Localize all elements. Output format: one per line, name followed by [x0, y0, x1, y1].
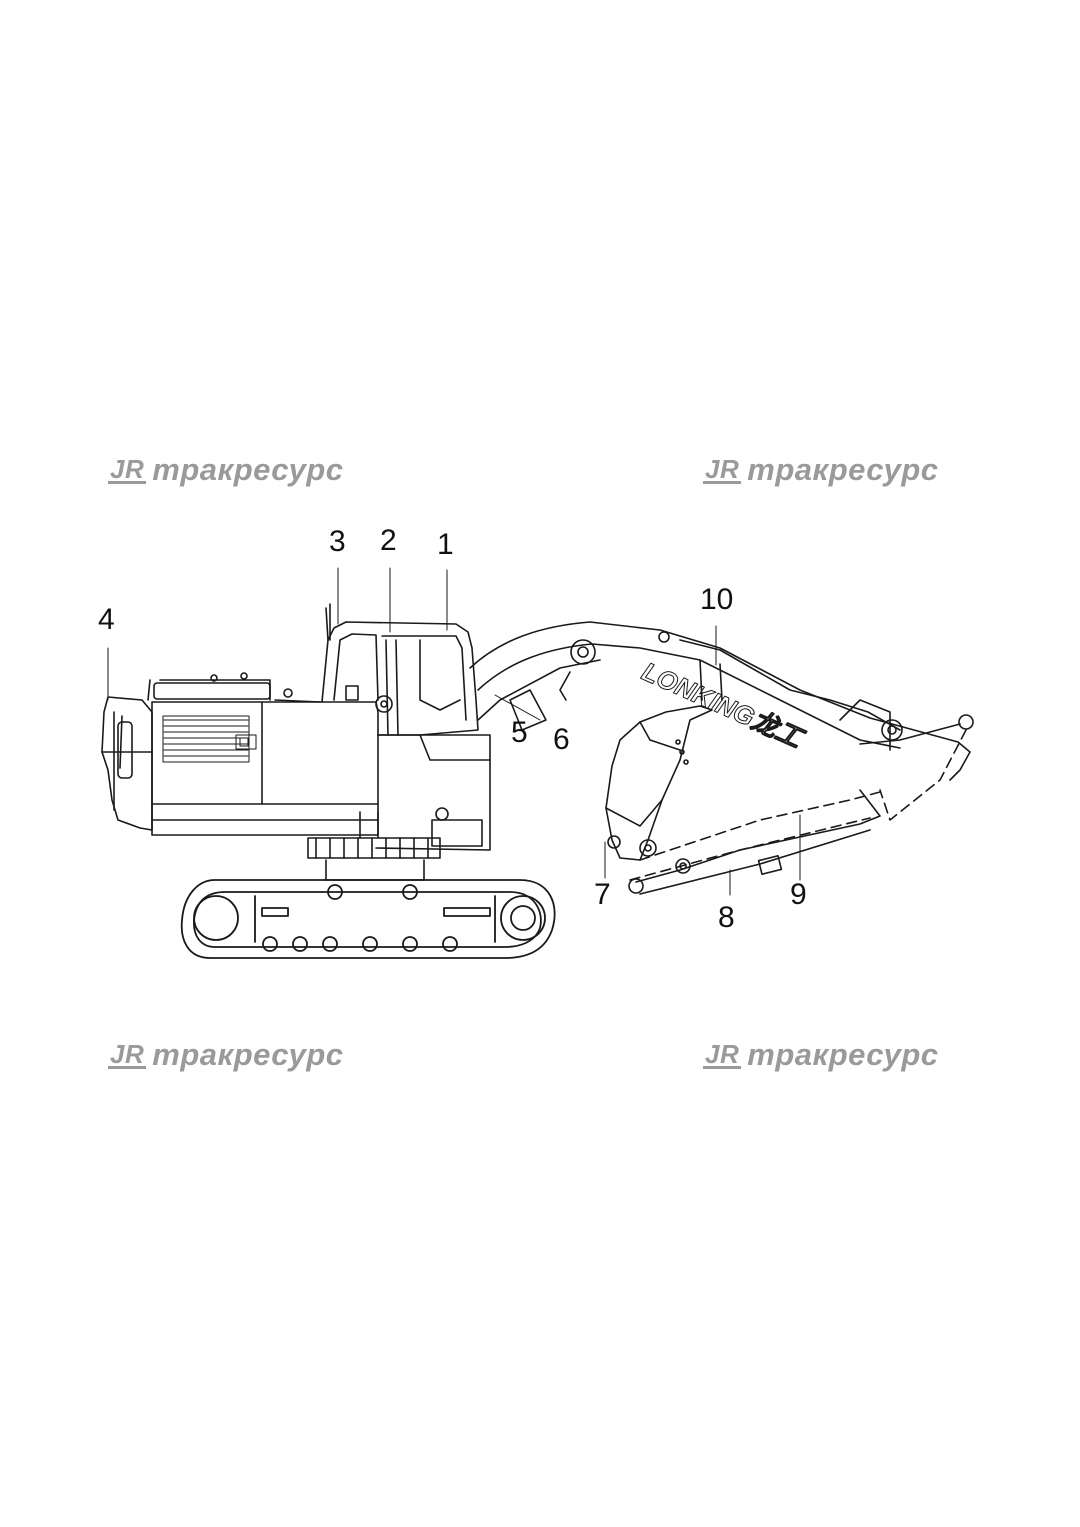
- watermark-text: тракресурс: [747, 452, 939, 487]
- counterweight: [101, 696, 153, 831]
- watermark-bottom-left: JR тракресурс: [108, 1037, 344, 1073]
- leader-lines: [107, 567, 801, 896]
- callout-9: 9: [790, 878, 807, 911]
- boom-brand-text: LONKING龙工: [638, 656, 810, 755]
- callout-1: 1: [437, 528, 454, 561]
- callout-7: 7: [594, 878, 611, 911]
- callout-4: 4: [98, 603, 115, 636]
- callout-2: 2: [380, 524, 397, 557]
- watermark-logo: JR: [108, 1038, 147, 1069]
- watermark-text: тракресурс: [747, 1037, 939, 1072]
- watermark-top-right: JR тракресурс: [703, 452, 939, 488]
- track: [180, 879, 556, 959]
- watermark-text: тракресурс: [152, 1037, 344, 1072]
- cab: [321, 603, 479, 736]
- watermark-logo: JR: [108, 453, 147, 484]
- bucket: [605, 705, 713, 861]
- callout-10: 10: [700, 583, 734, 616]
- callout-5: 5: [511, 716, 528, 749]
- boom: [469, 621, 974, 781]
- arm-linkage: [628, 789, 881, 895]
- watermark-logo: JR: [703, 1038, 742, 1069]
- engine-grille: [162, 715, 257, 763]
- watermark-text: тракресурс: [152, 452, 344, 487]
- callout-3: 3: [329, 525, 346, 558]
- engine-hood: [147, 672, 379, 836]
- watermark-top-left: JR тракресурс: [108, 452, 344, 488]
- watermark-bottom-right: JR тракресурс: [703, 1037, 939, 1073]
- swing-bearing: [307, 811, 441, 881]
- callout-8: 8: [718, 901, 735, 934]
- side-frame: [375, 734, 491, 851]
- watermark-logo: JR: [703, 453, 742, 484]
- callout-6: 6: [553, 723, 570, 756]
